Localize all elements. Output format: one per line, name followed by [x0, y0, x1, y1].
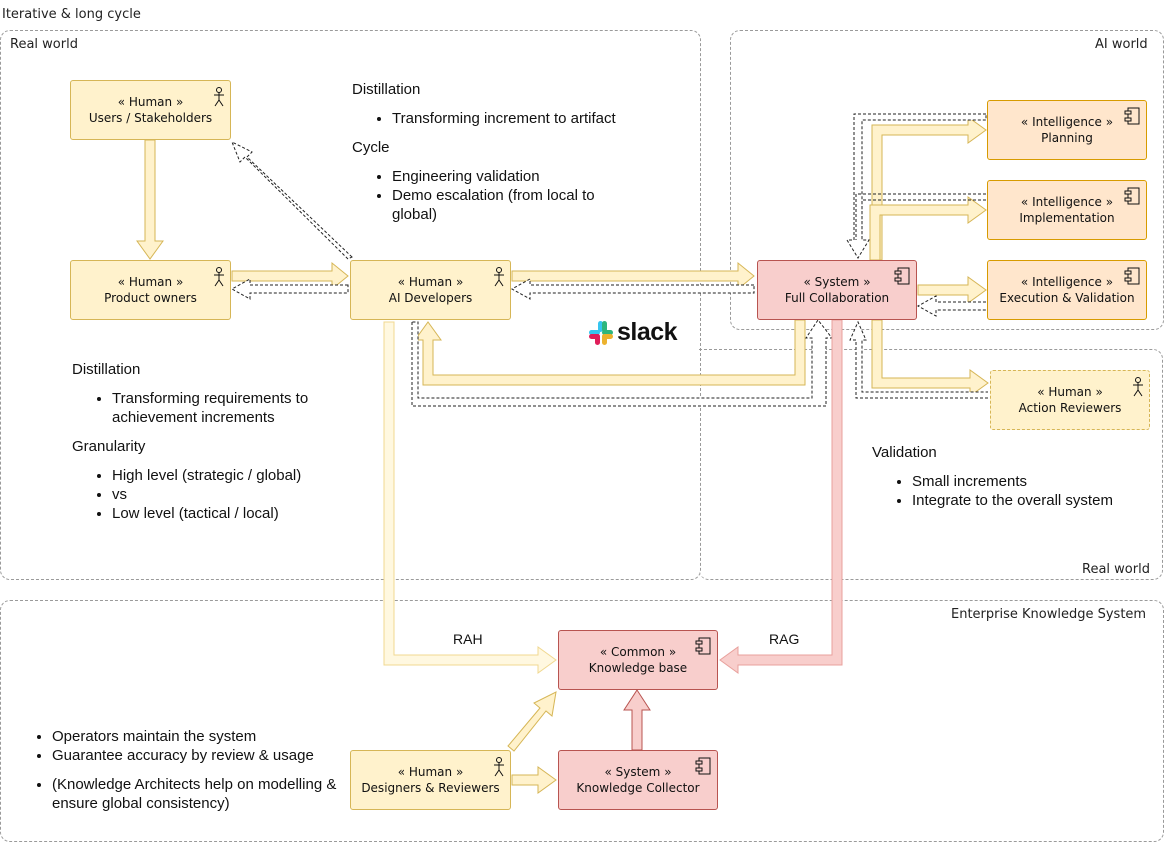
- node-stereotype: « Common »: [599, 645, 677, 659]
- note-item: Integrate to the overall system: [912, 491, 1152, 510]
- node-name: Knowledge Collector: [576, 781, 700, 795]
- edge-label-rag: RAG: [769, 631, 800, 647]
- arrow-system-loop-to-dev: [414, 319, 806, 386]
- component-icon: [695, 757, 711, 775]
- arrow-dev-to-system: [511, 261, 755, 291]
- node-stereotype: « Human »: [1037, 385, 1103, 399]
- actor-icon: [214, 267, 224, 287]
- real-world-bottom-label: Real world: [1082, 562, 1150, 577]
- real-world-right-region: [699, 349, 1163, 580]
- actor-icon: [494, 757, 504, 777]
- arrow-planning-to-system: [846, 113, 987, 259]
- arrow-users-to-po: [136, 139, 164, 260]
- arrow-system-to-impl: [869, 196, 987, 261]
- node-product-owners: « Human » Product owners: [70, 260, 231, 320]
- component-icon: [1124, 267, 1140, 285]
- note-item: (Knowledge Architects help on modelling …: [52, 775, 350, 813]
- note-item: Guarantee accuracy by review & usage: [52, 746, 350, 765]
- note-po-distillation: Distillation Transforming requirements t…: [72, 360, 342, 533]
- component-icon: [1124, 107, 1140, 125]
- node-designers-reviewers: « Human » Designers & Reviewers: [350, 750, 511, 810]
- note-item: High level (strategic / global): [112, 466, 342, 485]
- note-heading: Granularity: [72, 438, 146, 455]
- arrow-dev-loop-to-system: [411, 319, 834, 407]
- arrow-impl-to-system: [855, 193, 986, 240]
- node-stereotype: « Human »: [117, 95, 184, 109]
- note-item: Small increments: [912, 472, 1152, 491]
- note-item: vs: [112, 485, 342, 504]
- slack-logo-icon: [589, 320, 613, 345]
- node-knowledge-collector: « System » Knowledge Collector: [558, 750, 718, 810]
- actor-icon: [494, 267, 504, 287]
- arrow-dev-to-users: [231, 140, 353, 260]
- component-icon: [894, 267, 910, 285]
- note-item: Operators maintain the system: [52, 727, 350, 746]
- arrow-system-to-planning: [871, 116, 987, 261]
- node-stereotype: « System »: [604, 765, 672, 779]
- actor-icon: [1133, 377, 1143, 397]
- node-ai-developers: « Human » AI Developers: [350, 260, 511, 320]
- arrow-dev-to-po: [230, 278, 349, 300]
- note-item: Transforming requirements to achievement…: [112, 389, 342, 427]
- actor-icon: [214, 87, 224, 107]
- node-stereotype: « Intelligence »: [1020, 195, 1114, 209]
- arrow-reviewers-to-system: [849, 320, 988, 399]
- note-heading: Distillation: [352, 81, 421, 98]
- node-implementation: « Intelligence » Implementation: [987, 180, 1147, 240]
- node-name: Full Collaboration: [784, 291, 890, 305]
- node-name: Planning: [1041, 131, 1093, 145]
- node-full-collaboration: « System » Full Collaboration: [757, 260, 917, 320]
- node-users-stakeholders: « Human » Users / Stakeholders: [70, 80, 231, 140]
- note-validation: Validation Small increments Integrate to…: [872, 443, 1152, 520]
- node-name: Designers & Reviewers: [361, 781, 500, 795]
- arrow-rag: [719, 319, 843, 674]
- node-planning: « Intelligence » Planning: [987, 100, 1147, 160]
- arrow-designers-to-kb: [507, 691, 557, 752]
- node-name: Users / Stakeholders: [88, 111, 213, 125]
- node-stereotype: « Human »: [397, 275, 464, 289]
- node-stereotype: « Intelligence »: [1020, 275, 1114, 289]
- note-heading: Cycle: [352, 139, 390, 156]
- iterative-label: Iterative & long cycle: [2, 7, 141, 22]
- node-name: Action Reviewers: [1018, 401, 1122, 415]
- real-world-top-label: Real world: [10, 37, 78, 52]
- slack-wordmark: slack: [617, 318, 678, 346]
- node-stereotype: « Intelligence »: [1020, 115, 1114, 129]
- ai-world-label: AI world: [1095, 37, 1148, 52]
- node-stereotype: « Human »: [117, 275, 184, 289]
- node-action-reviewers: « Human » Action Reviewers: [990, 370, 1150, 430]
- arrow-designers-to-collector: [511, 766, 557, 794]
- arrow-exec-to-system: [916, 295, 986, 317]
- node-name: Implementation: [1019, 211, 1115, 225]
- note-item: Engineering validation: [392, 167, 622, 186]
- node-stereotype: « Human »: [397, 765, 464, 779]
- arrow-system-to-reviewers: [871, 319, 989, 397]
- node-name: Execution & Validation: [999, 291, 1135, 305]
- node-execution-validation: « Intelligence » Execution & Validation: [987, 260, 1147, 320]
- note-operators: Operators maintain the system Guarantee …: [12, 727, 350, 823]
- edge-label-rah: RAH: [453, 631, 483, 647]
- real-world-top-region: [0, 30, 701, 580]
- component-icon: [695, 637, 711, 655]
- note-item: Low level (tactical / local): [112, 504, 342, 523]
- note-item: Transforming increment to artifact: [392, 109, 622, 128]
- note-item: Demo escalation (from local to global): [392, 186, 622, 224]
- eks-label: Enterprise Knowledge System: [951, 607, 1147, 622]
- arrow-collector-to-kb: [623, 689, 651, 751]
- arrow-system-to-dev: [510, 278, 755, 300]
- node-name: AI Developers: [388, 291, 473, 305]
- node-knowledge-base: « Common » Knowledge base: [558, 630, 718, 690]
- node-name: Knowledge base: [588, 661, 688, 675]
- note-heading: Distillation: [72, 361, 141, 378]
- node-name: Product owners: [104, 291, 197, 305]
- arrow-system-to-exec: [917, 276, 987, 304]
- note-dev-distillation: Distillation Transforming increment to a…: [352, 80, 622, 234]
- component-icon: [1124, 187, 1140, 205]
- slack-logo: slack: [588, 318, 678, 347]
- node-stereotype: « System »: [803, 275, 871, 289]
- note-heading: Validation: [872, 444, 937, 461]
- arrow-rah: [383, 321, 557, 674]
